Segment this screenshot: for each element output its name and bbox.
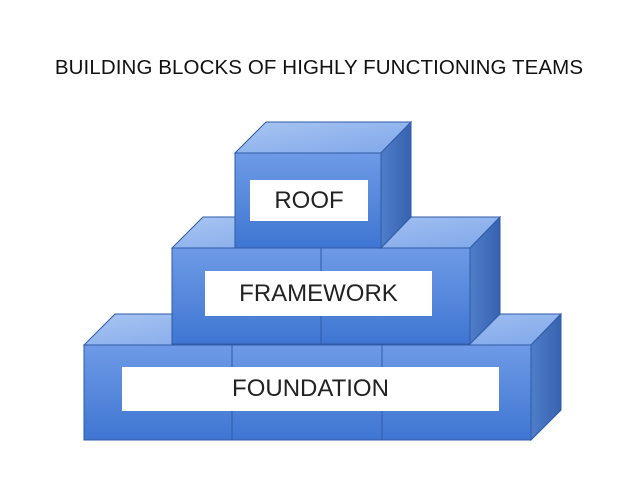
framework-label: FRAMEWORK [205,271,432,316]
foundation-label: FOUNDATION [122,367,499,411]
page-title: BUILDING BLOCKS OF HIGHLY FUNCTIONING TE… [54,56,584,79]
roof-label: ROOF [250,180,368,221]
